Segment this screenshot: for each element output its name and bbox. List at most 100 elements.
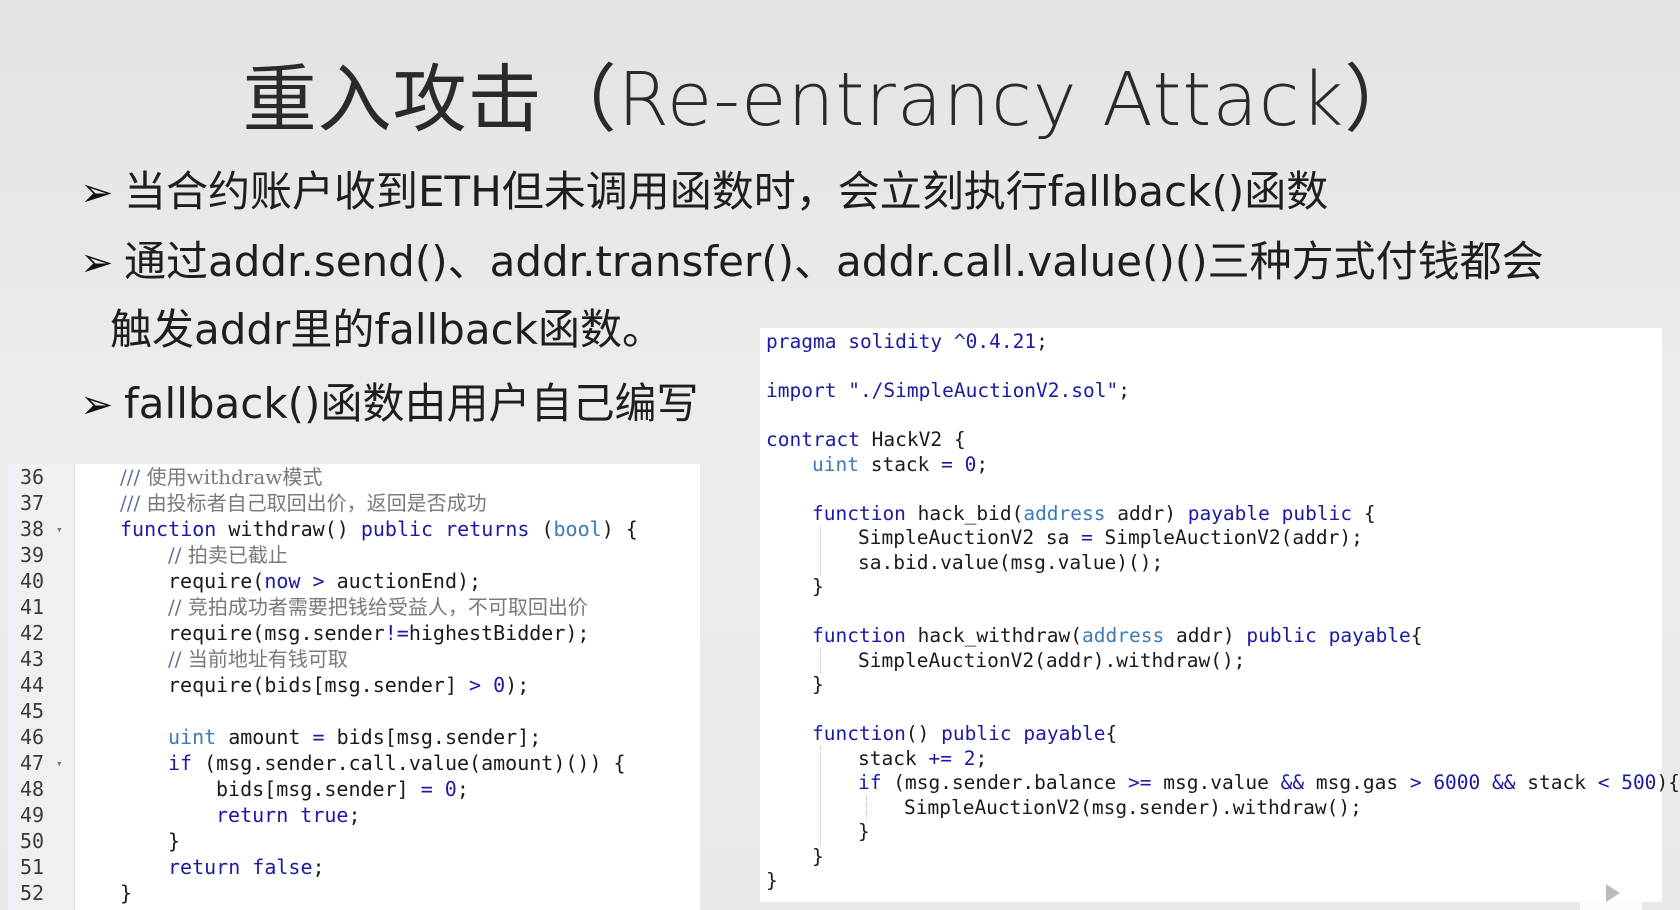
line-number: 46 (20, 725, 45, 749)
line-number: 51 (20, 855, 45, 879)
bullet-3-text: fallback()函数由用户自己编写 (124, 379, 699, 428)
code-line: function hack_withdraw(address addr) pub… (760, 624, 1662, 649)
fold-arrow-icon[interactable]: ▾ (56, 523, 63, 536)
code-text: return false; (168, 855, 325, 879)
code-text: pragma solidity ^0.4.21; (766, 330, 1048, 353)
line-number: 45 (20, 699, 45, 723)
code-text: } (858, 820, 870, 843)
code-text: } (812, 844, 824, 868)
line-number: 36 (20, 465, 45, 489)
code-line: stack += 2; (760, 747, 1662, 772)
line-number: 48 (20, 777, 45, 801)
code-text: } (812, 575, 824, 598)
withdraw-code-editor: 36 /// 使用withdraw模式 37 /// 由投标者自己取回出价，返回是否成… (8, 464, 700, 910)
code-line: 45 (8, 698, 700, 724)
slide-title: 重入攻击（Re-entrancy Attack） (242, 57, 1420, 143)
code-comment: // 当前地址有钱可取 (168, 647, 348, 671)
code-text: return true; (216, 803, 361, 827)
code-line: } (760, 869, 1662, 894)
line-number-gutter (8, 464, 75, 910)
code-line: function() public payable{ (760, 722, 1662, 747)
bullet-1: ➢当合约账户收到ETH但未调用函数时，会立刻执行fallback()函数 (80, 158, 1328, 219)
code-text: stack += 2; (858, 746, 988, 770)
bullet-2: ➢通过addr.send()、addr.transfer()、addr.call… (80, 228, 1544, 289)
code-line: 44 require(bids[msg.sender] > 0); (8, 672, 700, 698)
code-line: SimpleAuctionV2 sa = SimpleAuctionV2(add… (760, 526, 1662, 551)
line-number: 38 (20, 517, 45, 541)
code-line: contract HackV2 { (760, 428, 1662, 453)
code-line: 36 /// 使用withdraw模式 (8, 464, 700, 490)
code-line: } (760, 673, 1662, 698)
code-text: require(msg.sender!=highestBidder); (168, 621, 590, 645)
code-text: SimpleAuctionV2 sa = SimpleAuctionV2(add… (858, 526, 1363, 549)
code-text: function hack_withdraw(address addr) pub… (812, 624, 1423, 647)
code-line: function hack_bid(address addr) payable … (760, 502, 1662, 527)
code-line: if (msg.sender.balance >= msg.value && m… (760, 771, 1680, 796)
line-number: 47 (20, 751, 45, 775)
code-line: 48 bids[msg.sender] = 0; (8, 776, 700, 802)
code-text: uint stack = 0; (812, 452, 989, 476)
line-number: 41 (20, 595, 45, 619)
bullet-1-text: 当合约账户收到ETH但未调用函数时，会立刻执行fallback()函数 (124, 167, 1329, 216)
code-line: 50} (8, 828, 700, 854)
code-line: } (760, 845, 1662, 870)
indent-guide (866, 795, 867, 820)
bullet-2-continuation: 触发addr里的fallback函数。 (110, 305, 664, 354)
line-number: 42 (20, 621, 45, 645)
fold-arrow-icon[interactable]: ▾ (56, 757, 63, 770)
code-text: bids[msg.sender] = 0; (216, 777, 469, 801)
bullet-2-text: 通过addr.send()、addr.transfer()、addr.call.… (124, 237, 1544, 286)
code-line: } (760, 820, 1662, 845)
line-number: 37 (20, 491, 45, 515)
code-text: contract HackV2 { (766, 428, 966, 451)
code-line: SimpleAuctionV2(msg.sender).withdraw(); (760, 796, 1662, 821)
line-number: 50 (20, 829, 45, 853)
code-line: SimpleAuctionV2(addr).withdraw(); (760, 649, 1662, 674)
code-line: 52} (8, 880, 700, 906)
bullet-arrow-icon: ➢ (80, 170, 114, 216)
code-text: function withdraw() public returns (bool… (120, 517, 638, 541)
line-number: 44 (20, 673, 45, 697)
line-number: 40 (20, 569, 45, 593)
play-icon[interactable] (1580, 872, 1642, 910)
indent-guide (820, 526, 821, 575)
indent-guide (820, 648, 821, 673)
code-line: uint stack = 0; (760, 453, 1662, 478)
code-line: sa.bid.value(msg.value)(); (760, 551, 1662, 576)
code-line: 51 return false; (8, 854, 700, 880)
code-line: 42 require(msg.sender!=highestBidder); (8, 620, 700, 646)
code-comment: /// 使用withdraw模式 (120, 465, 323, 489)
code-line (760, 404, 1662, 429)
code-text: SimpleAuctionV2(msg.sender).withdraw(); (904, 795, 1362, 819)
code-line: 41 // 竞拍成功者需要把钱给受益人，不可取回出价 (8, 594, 700, 620)
code-line: 39 // 拍卖已截止 (8, 542, 700, 568)
code-line: import "./SimpleAuctionV2.sol"; (760, 379, 1662, 404)
line-number: 52 (20, 881, 45, 905)
code-text: function hack_bid(address addr) payable … (812, 501, 1376, 525)
code-text: } (120, 881, 133, 905)
bullet-arrow-icon: ➢ (80, 382, 114, 428)
line-number: 39 (20, 543, 45, 567)
code-comment: /// 由投标者自己取回出价，返回是否成功 (120, 491, 487, 515)
code-line: pragma solidity ^0.4.21; (760, 330, 1662, 355)
line-number: 49 (20, 803, 45, 827)
bullet-arrow-icon: ➢ (80, 240, 114, 286)
code-line: 49 return true; (8, 802, 700, 828)
bullet-3: ➢fallback()函数由用户自己编写 (80, 370, 698, 431)
code-text: SimpleAuctionV2(addr).withdraw(); (858, 648, 1246, 672)
code-text: if (msg.sender.call.value(amount)()) { (168, 751, 626, 775)
line-number: 43 (20, 647, 45, 671)
code-line (760, 600, 1662, 625)
code-text: require(now > auctionEnd); (168, 569, 482, 593)
code-line: 37 /// 由投标者自己取回出价，返回是否成功 (8, 490, 700, 516)
code-text: import "./SimpleAuctionV2.sol"; (766, 379, 1130, 402)
code-text: } (812, 673, 824, 696)
code-text: if (msg.sender.balance >= msg.value && m… (858, 771, 1680, 794)
code-text: require(bids[msg.sender] > 0); (168, 673, 530, 697)
code-comment: // 拍卖已截止 (168, 543, 288, 567)
code-comment: // 竞拍成功者需要把钱给受益人，不可取回出价 (168, 595, 588, 619)
code-line (760, 698, 1662, 723)
code-line (760, 355, 1662, 380)
code-line (760, 477, 1662, 502)
